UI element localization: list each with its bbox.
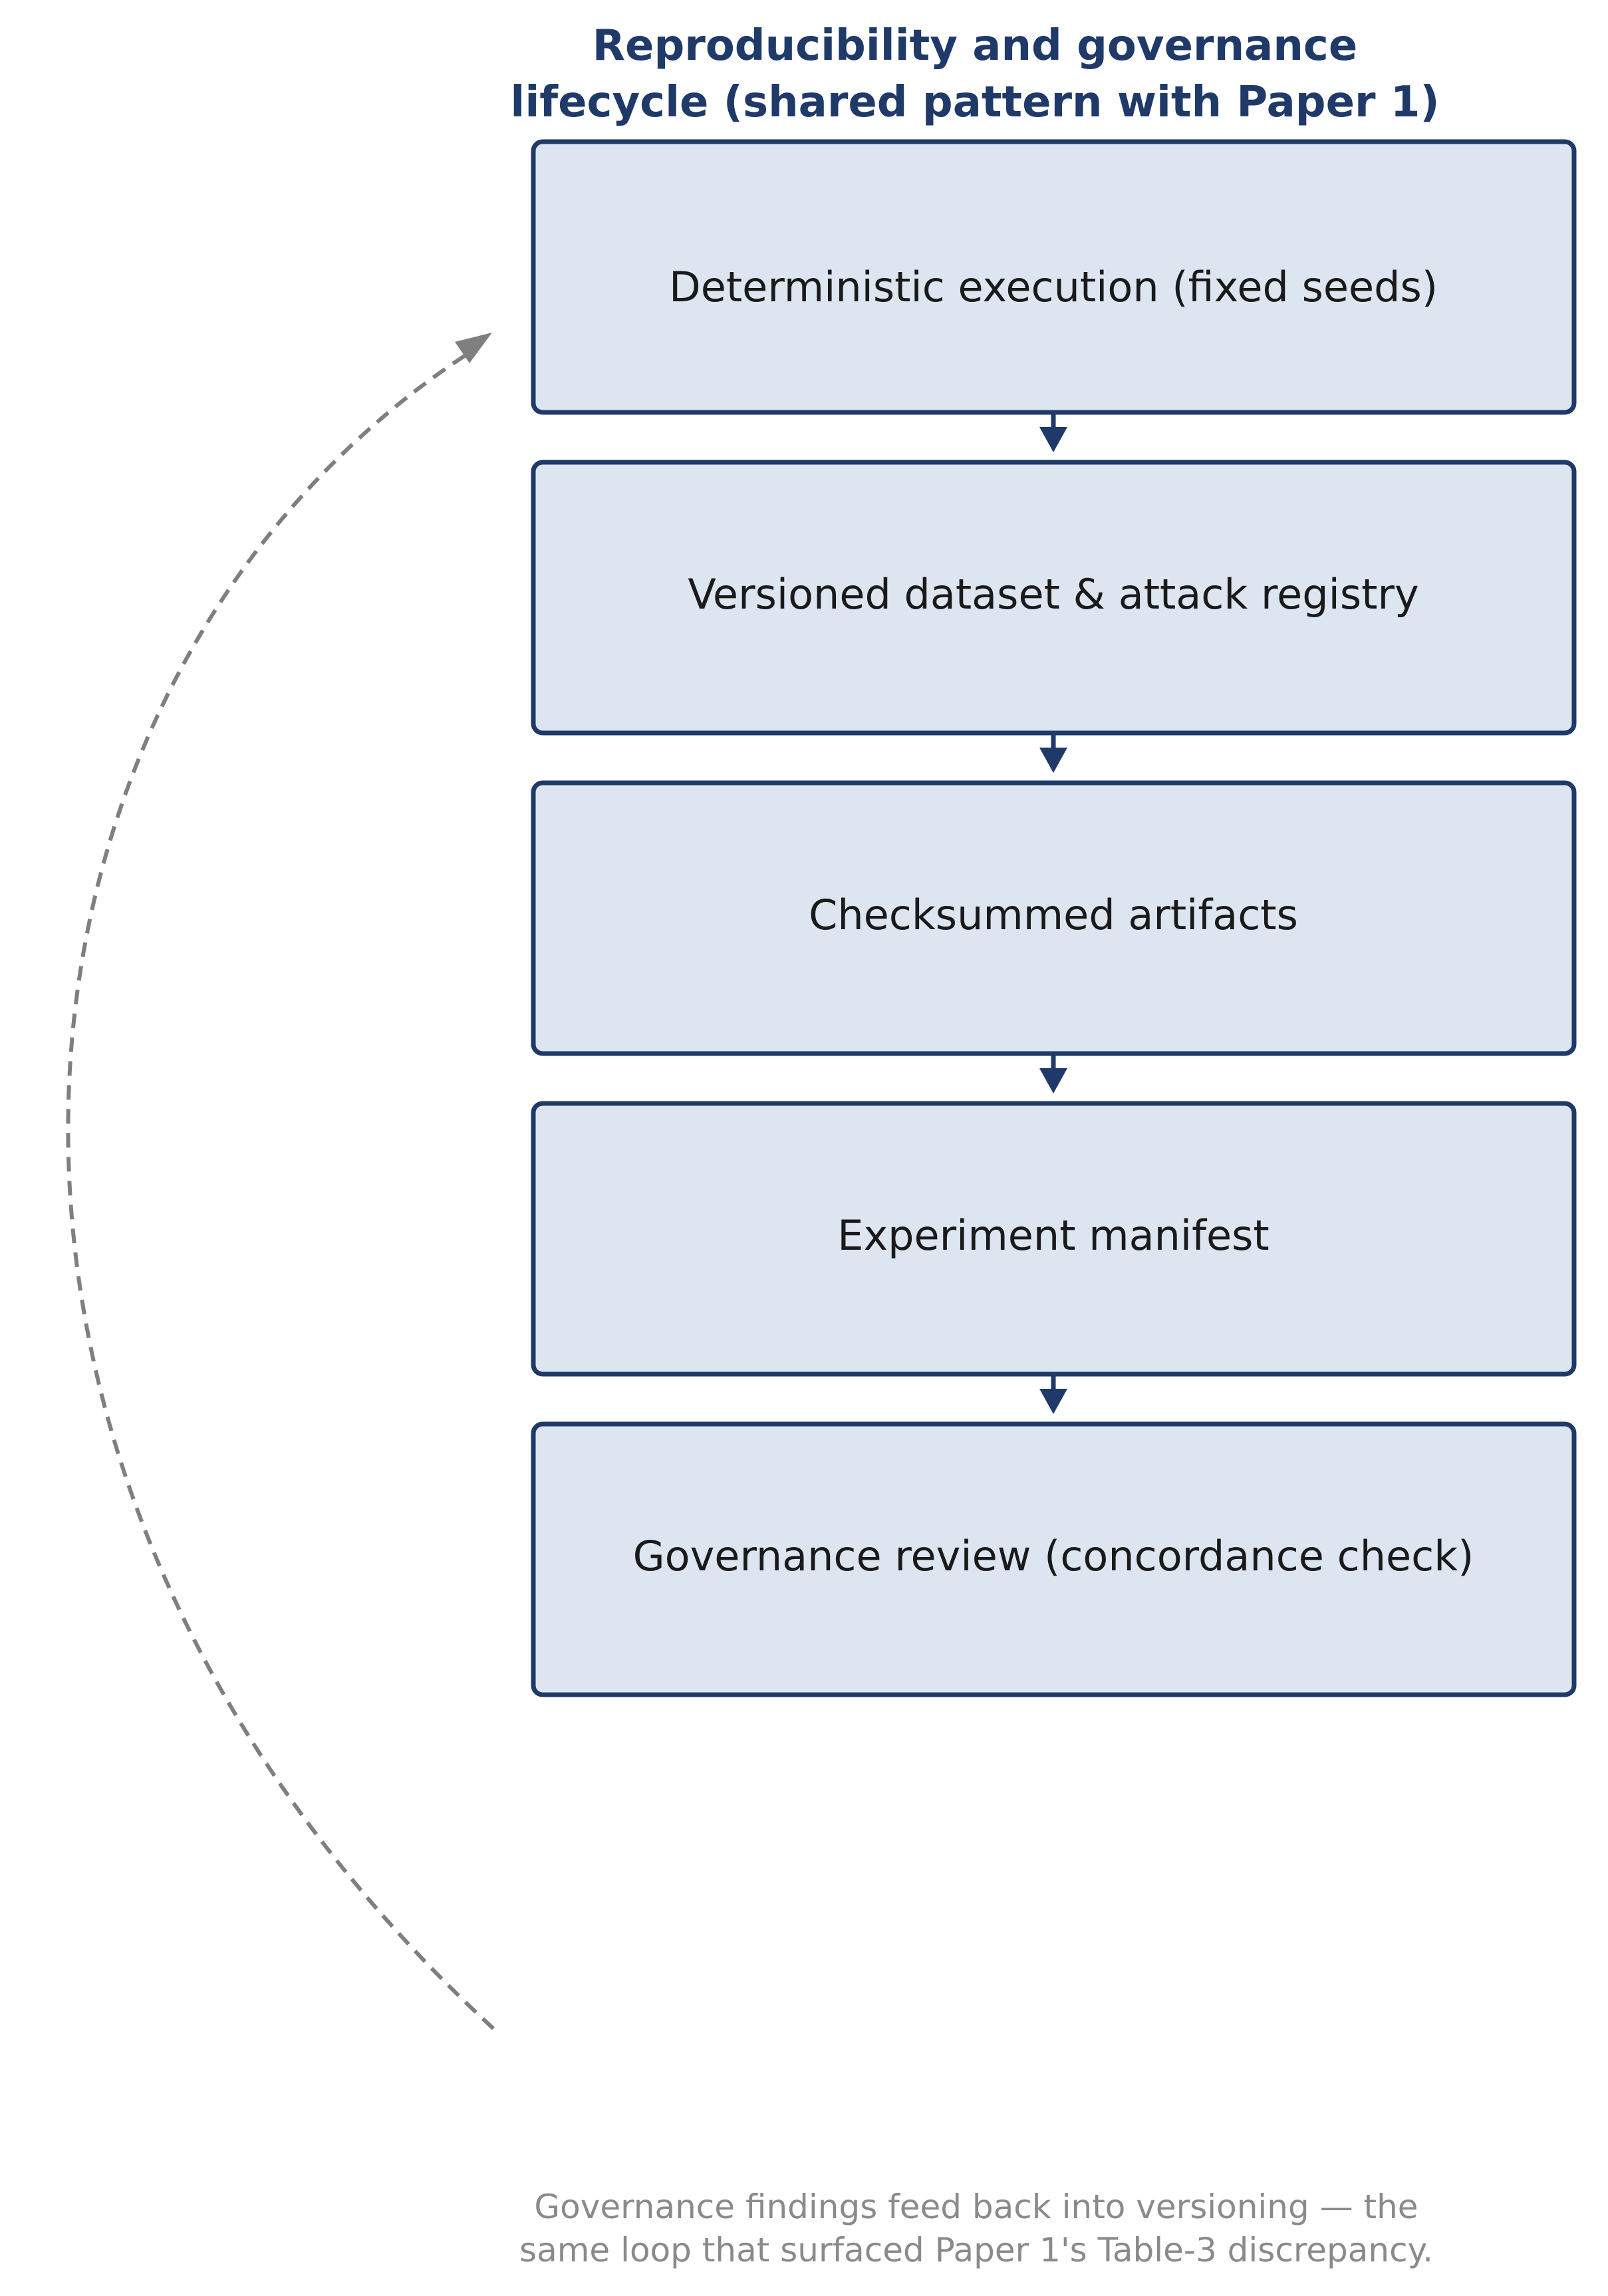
step-label-3: Checksummed artifacts [809,891,1298,939]
step-label-2: Versioned dataset & attack registry [688,570,1418,619]
step-label-5: Governance review (concordance check) [633,1532,1474,1580]
step-node-5: Governance review (concordance check) [531,1421,1577,1697]
caption-line-2: same loop that surfaced Paper 1's Table-… [519,2231,1433,2269]
flow-arrow-3 [1039,1054,1067,1093]
diagram-title-line-1: Reproducibility and governance [593,21,1357,71]
step-node-3: Checksummed artifacts [531,780,1577,1056]
step-node-4: Experiment manifest [531,1101,1577,1377]
flow-arrow-1 [1039,412,1067,452]
step-node-2: Versioned dataset & attack registry [531,460,1577,736]
flow-arrow-2 [1039,733,1067,773]
diagram-title-line-2: lifecycle (shared pattern with Paper 1) [510,78,1439,127]
step-node-1: Deterministic execution (fixed seeds) [531,139,1577,415]
step-box-5 [531,1421,1577,1697]
caption-line-1: Governance findings feed back into versi… [534,2188,1418,2226]
feedback-loop-arrow [66,333,495,2031]
flow-arrow-4 [1039,1374,1067,1414]
step-label-4: Experiment manifest [837,1211,1269,1260]
step-label-1: Deterministic execution (fixed seeds) [669,263,1438,311]
